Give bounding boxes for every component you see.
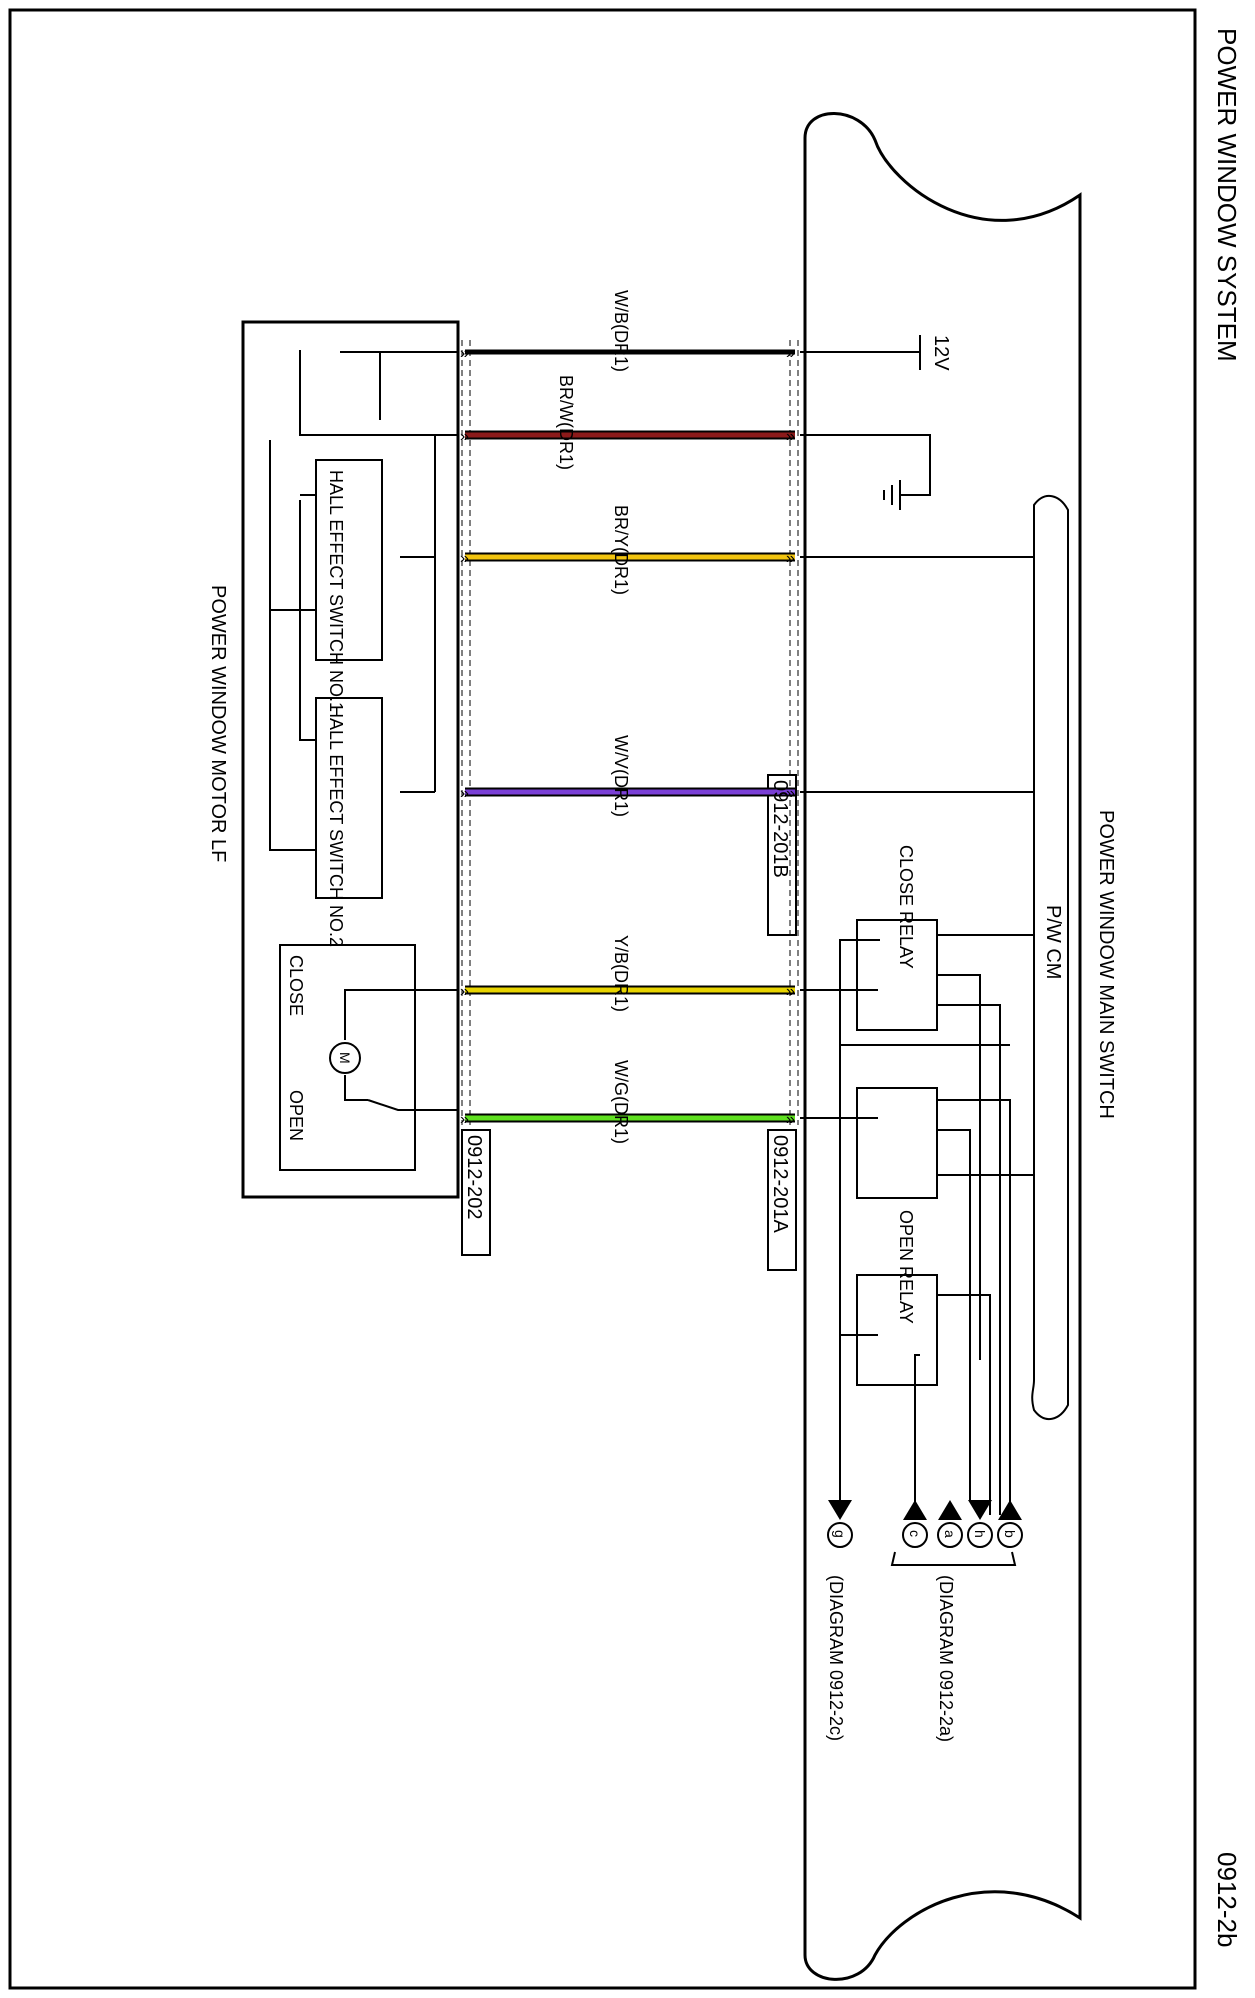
connector-arrow-c [903, 1500, 927, 1520]
wire-terminal-2-1: » [460, 428, 469, 445]
wire-label-5: Y/B(DR1) [611, 935, 631, 1012]
third-relay-box [856, 1274, 938, 1386]
connector-circle-a [937, 1522, 963, 1548]
open-relay-label: OPEN RELAY [896, 1210, 916, 1324]
motor-drive-box [279, 944, 416, 1171]
wire-terminal-6-1: » [460, 1111, 469, 1128]
wire-terminal-1-1: » [460, 345, 469, 362]
connector-letter-h: h [972, 1530, 988, 1538]
wire-group: » » W/B(DR1) » » BR/W(DR1) » » BR/Y(DR1) » » W/V(DR… [460, 290, 795, 1144]
wire-terminal-5-2: » [786, 983, 795, 1000]
connector-letter-g: g [832, 1530, 848, 1538]
diagram-ref-a: (DIAGRAM 0912-2a) [936, 1575, 956, 1742]
wire-terminal-2-2: » [786, 428, 795, 445]
pwcm-box [1031, 495, 1069, 1420]
hall-switch-1-box [315, 459, 383, 661]
internal-circuits [269, 335, 1034, 1520]
connector-201a-label: 0912-201A [769, 1135, 791, 1234]
connector-letter-a: a [942, 1530, 958, 1538]
motor-close-label: CLOSE [286, 955, 306, 1016]
wire-terminal-3-2: » [786, 550, 795, 567]
connector-circle-b [997, 1522, 1023, 1548]
pwcm-label: P/W CM [1042, 905, 1064, 979]
connector-arrow-b [998, 1500, 1022, 1520]
motor-symbol-label: M [337, 1052, 353, 1064]
connector-circle-g [827, 1522, 853, 1548]
motor-title: POWER WINDOW MOTOR LF [207, 585, 229, 862]
main-switch-enclosure [803, 112, 1082, 1981]
hall-switch-1-label: HALL EFFECT SWITCH NO.1 [326, 470, 346, 712]
supply-label: 12V [930, 335, 952, 371]
connector-arrow-h [968, 1500, 992, 1520]
connector-arrow-a [938, 1500, 962, 1520]
wire-label-4: W/V(DR1) [611, 735, 631, 817]
wire-label-6: W/G(DR1) [611, 1060, 631, 1144]
page-frame [8, 8, 1197, 1990]
wire-terminal-4-1: » [460, 785, 469, 802]
reference-brace [890, 1551, 1017, 1566]
connector-201b-label: 0912-201B [769, 780, 791, 878]
motor-symbol [329, 1042, 361, 1074]
wire-label-3: BR/Y(DR1) [611, 505, 631, 595]
connector-202-label: 0912-202 [463, 1135, 485, 1220]
diagram-id: 0912-2b [1212, 1852, 1242, 1948]
motor-open-label: OPEN [286, 1090, 306, 1141]
motor-enclosure [241, 320, 460, 1199]
wire-label-1: W/B(DR1) [611, 290, 631, 372]
connector-letter-c: c [907, 1530, 923, 1537]
hall-switch-2-label: HALL EFFECT SWITCH NO.2 [326, 705, 346, 947]
main-switch-title: POWER WINDOW MAIN SWITCH [1095, 810, 1117, 1119]
close-relay-label: CLOSE RELAY [896, 845, 916, 969]
connector-circle-c [902, 1522, 928, 1548]
connector-circle-h [967, 1522, 993, 1548]
wire-terminal-3-1: » [460, 550, 469, 567]
wire-terminal-1-2: » [786, 345, 795, 362]
page-title: POWER WINDOW SYSTEM [1212, 28, 1242, 362]
diagram-ref-c: (DIAGRAM 0912-2c) [826, 1575, 846, 1741]
connector-202-box [461, 1129, 491, 1256]
connector-201a-box [767, 1129, 797, 1271]
wire-terminal-5-1: » [460, 983, 469, 1000]
connector-letter-b: b [1002, 1530, 1018, 1538]
hall-switch-2-box [315, 697, 383, 899]
open-relay-box [856, 1087, 938, 1199]
wire-terminal-6-2: » [786, 1111, 795, 1128]
connector-arrow-g [828, 1500, 852, 1520]
connector-201b-box [767, 774, 797, 936]
wire-terminal-4-2: » [786, 785, 795, 802]
wire-label-2: BR/W(DR1) [556, 375, 576, 470]
